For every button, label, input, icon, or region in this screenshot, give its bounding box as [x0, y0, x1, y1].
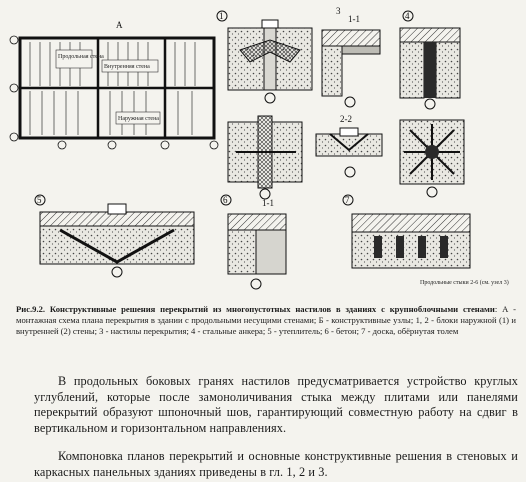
paragraph-1: В продольных боковых гранях настилов пре…	[34, 374, 518, 435]
node-detail-9: 7 Продольные стыки 2-6 (см. узел 3)	[342, 194, 509, 286]
caption-text: : А - монтажная схема плана перекрытия в…	[16, 304, 516, 336]
node-number-5: 5	[37, 195, 42, 205]
paragraph-2: Компоновка планов перекрытий и основные …	[34, 449, 518, 479]
node-detail-4	[227, 115, 303, 200]
figure-caption: Рис.9.2. Конструктивные решения перекрыт…	[16, 304, 516, 337]
plan-note-3: Наружная стена	[118, 116, 159, 122]
caption-title: Рис.9.2. Конструктивные решения перекрыт…	[16, 304, 495, 314]
node-number-3: 3	[336, 6, 341, 16]
corner-note: Продольные стыки 2-6 (см. узел 3)	[420, 279, 509, 286]
node-detail-7: 5	[34, 194, 195, 278]
section-label-1-1-b: 1-1	[262, 198, 274, 208]
node-detail-8: 6 1-1	[220, 194, 287, 290]
section-label-1-1: 1-1	[348, 14, 360, 24]
node-detail-1: 1	[216, 10, 313, 104]
node-number-4: 4	[405, 11, 410, 21]
plan-note-1: Продольная стена	[58, 54, 104, 60]
node-detail-2: 3 1-1	[321, 6, 381, 108]
plan-note-2: Внутренняя стена	[104, 64, 150, 70]
plan-scheme-a: А Продольная стена	[9, 20, 219, 150]
panel-letter-a: А	[116, 20, 123, 30]
node-number-1: 1	[219, 11, 224, 21]
node-number-7: 7	[345, 195, 350, 205]
node-detail-5: 2-2	[315, 114, 383, 178]
node-detail-6	[399, 119, 465, 198]
section-label-2-2: 2-2	[340, 114, 352, 124]
node-number-6: 6	[223, 195, 228, 205]
figure-drawings: А Продольная стена	[9, 6, 509, 290]
node-detail-3: 4	[399, 10, 461, 110]
